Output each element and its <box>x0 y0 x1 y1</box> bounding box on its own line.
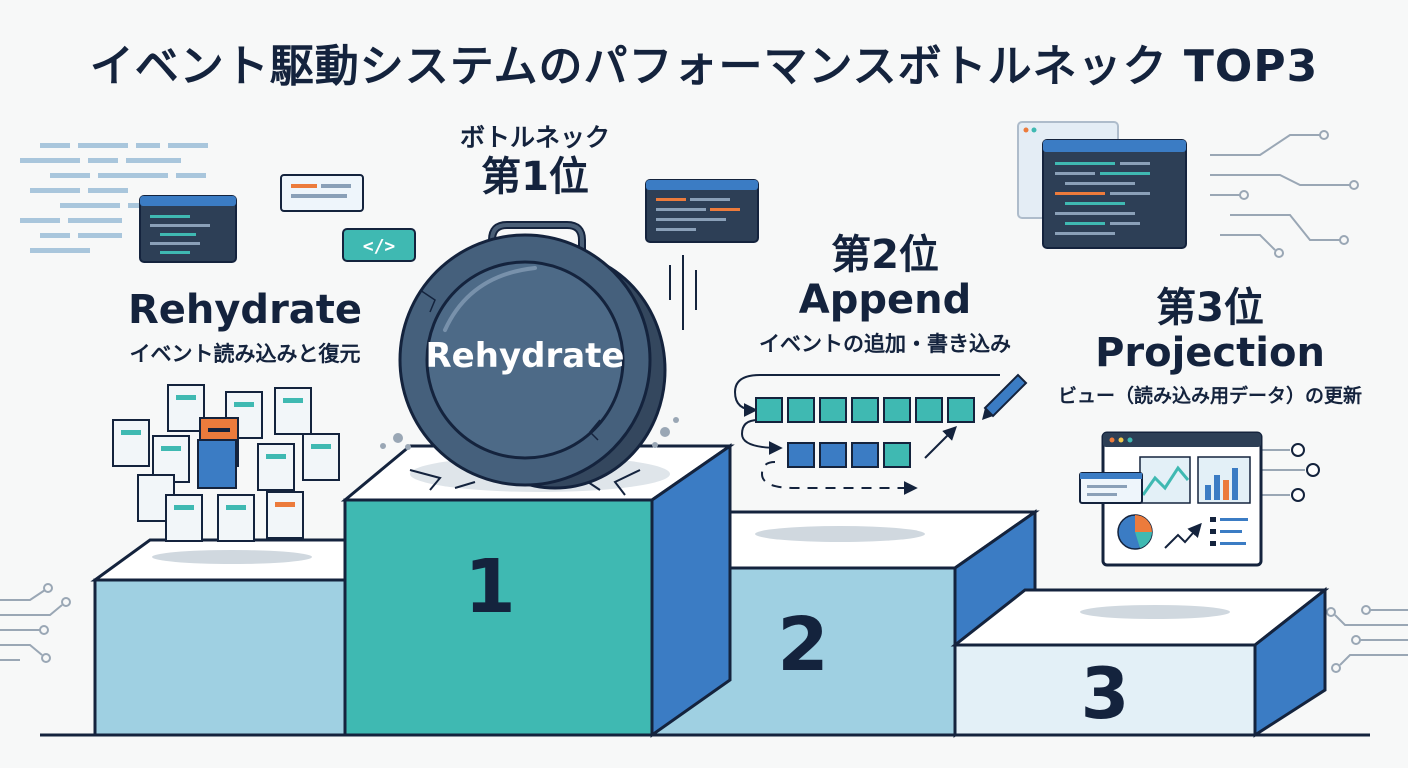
rehydrate-label: Rehydrate イベント読み込みと復元 <box>80 288 410 368</box>
projection-desc: ビュー（読み込み用データ）の更新 <box>1057 385 1362 407</box>
first-place-label: ボトルネック 第1位 <box>420 118 650 200</box>
text-card <box>280 174 364 212</box>
circuit-lines-left <box>0 583 71 663</box>
podium-third: 3 <box>950 586 1330 738</box>
code-window-middle <box>645 179 759 243</box>
debris <box>380 417 679 450</box>
first-heading: ボトルネック <box>459 123 610 152</box>
append-desc: イベントの追加・書き込み <box>759 332 1011 356</box>
circuit-lines-right <box>1326 605 1408 673</box>
podium-left <box>90 538 405 737</box>
podium-number-1: 1 <box>464 544 516 630</box>
first-rank: 第1位 <box>481 154 589 200</box>
code-tag-box: </> <box>342 228 416 262</box>
rehydrate-name: Rehydrate <box>127 287 363 333</box>
append-name: Append <box>798 277 972 323</box>
third-place-label: 第3位 Projection ビュー（読み込み用データ）の更新 <box>1030 285 1390 408</box>
second-rank: 第2位 <box>831 232 939 278</box>
weight-label: Rehydrate <box>425 336 625 376</box>
data-streaks <box>20 143 208 253</box>
podium-number-2: 2 <box>777 602 829 688</box>
documents-pile <box>112 384 340 542</box>
code-tag-text: </> <box>363 236 396 257</box>
podium-first: 1 <box>340 443 735 738</box>
second-place-label: 第2位 Append イベントの追加・書き込み <box>720 232 1050 358</box>
code-window-left <box>139 195 237 263</box>
rehydrate-desc: イベント読み込みと復元 <box>129 342 361 366</box>
third-rank: 第3位 <box>1156 285 1264 331</box>
projection-dashboard <box>1079 431 1320 567</box>
append-flow <box>733 373 1028 495</box>
bottleneck-weight <box>398 221 667 490</box>
projection-name: Projection <box>1095 330 1325 376</box>
motion-lines <box>669 255 697 330</box>
code-window-right-front <box>1042 139 1187 249</box>
pencil-icon <box>982 373 1028 420</box>
page-title: イベント駆動システムのパフォーマンスボトルネック TOP3 <box>89 41 1319 92</box>
circuit-lines-top-right <box>1210 130 1359 258</box>
podium-number-3: 3 <box>1081 653 1130 735</box>
